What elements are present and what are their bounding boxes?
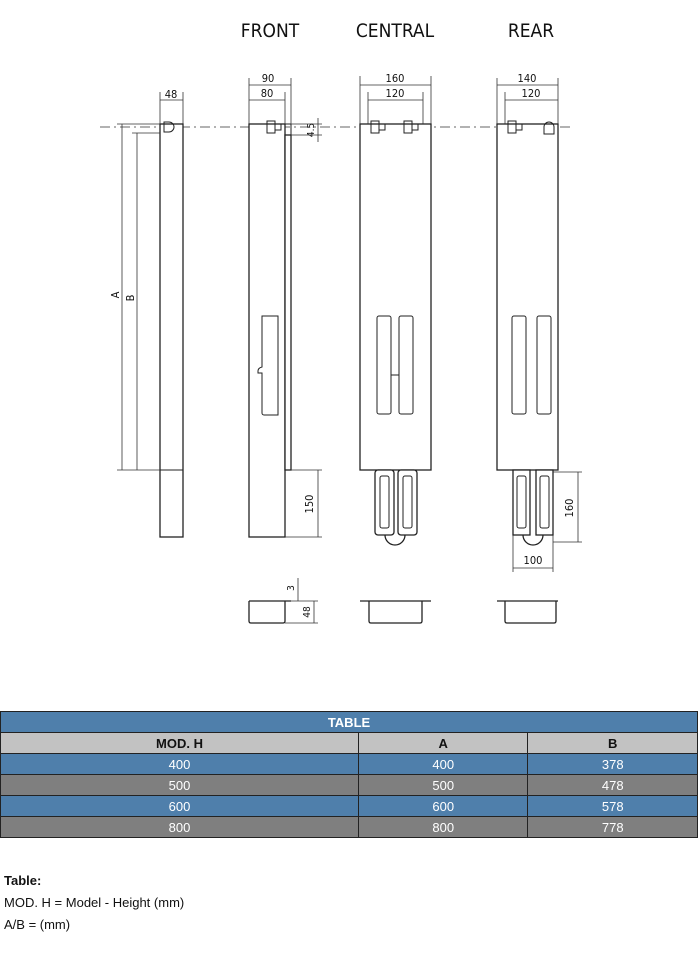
cell: 778: [527, 816, 698, 838]
tray-sections: 3 48: [248, 578, 558, 624]
dim-rear-bottom: 160: [563, 499, 576, 518]
cell: 500: [357, 774, 529, 796]
central-view: 160 120: [359, 72, 432, 546]
technical-drawing: FRONT CENTRAL REAR 48 A B 90 80 4.5 150: [100, 20, 582, 624]
table-notes: Table: MOD. H = Model - Height (mm) A/B …: [4, 870, 184, 936]
cell: 378: [527, 753, 698, 775]
view-title-rear: REAR: [508, 20, 554, 42]
view-title-front: FRONT: [241, 20, 300, 42]
table-title: TABLE: [0, 711, 698, 733]
cell: 800: [357, 816, 529, 838]
dim-front-bottom: 150: [303, 495, 316, 514]
cell: 400: [0, 753, 359, 775]
dim-label-a: A: [109, 291, 122, 298]
dim-rear-outer: 140: [518, 72, 537, 85]
dim-central-inner: 120: [386, 87, 405, 100]
notes-line-1: MOD. H = Model - Height (mm): [4, 895, 185, 910]
view-title-central: CENTRAL: [356, 20, 435, 42]
header-b: B: [527, 732, 698, 754]
dim-tray-depth: 48: [302, 606, 313, 618]
dim-rear-inner: 120: [522, 87, 541, 100]
rear-view: 140 120 160 100: [496, 72, 582, 572]
front-view: 90 80 4.5 150: [248, 72, 322, 538]
cell: 478: [527, 774, 698, 796]
dim-front-outer: 90: [262, 72, 275, 85]
dim-central-outer: 160: [386, 72, 405, 85]
side-view: 48 A B: [109, 88, 184, 538]
notes-line-2: A/B = (mm): [4, 917, 71, 932]
header-mod-h: MOD. H: [0, 732, 359, 754]
dim-label-b: B: [124, 294, 137, 301]
cell: 400: [357, 753, 529, 775]
dim-front-offset: 4.5: [306, 123, 317, 137]
header-a: A: [357, 732, 529, 754]
cell: 600: [0, 795, 359, 817]
cell: 600: [357, 795, 529, 817]
dim-tray-thickness: 3: [286, 585, 297, 591]
cell: 578: [527, 795, 698, 817]
cell: 800: [0, 816, 359, 838]
cell: 500: [0, 774, 359, 796]
dim-side-width: 48: [165, 88, 178, 101]
notes-title: Table:: [4, 873, 42, 888]
dim-rear-tab-width: 100: [524, 554, 543, 567]
dim-front-inner: 80: [261, 87, 274, 100]
